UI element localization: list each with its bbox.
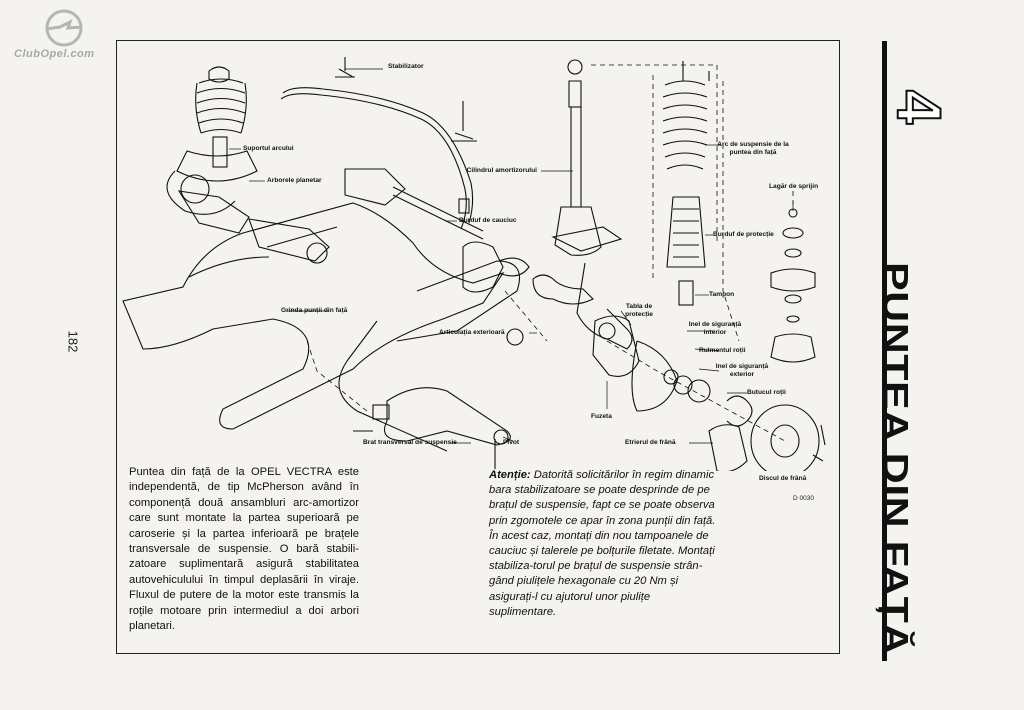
top-mount-bearing bbox=[770, 208, 816, 363]
label-inel-siguranta-exterior: Inel de siguranță exterior bbox=[715, 363, 769, 378]
watermark: ClubOpel.com bbox=[14, 8, 114, 68]
warning-label: Atenție: bbox=[489, 469, 531, 481]
watermark-text: ClubOpel.com bbox=[14, 48, 95, 60]
warning-text: Datorită solicitărilor în regim dinamic … bbox=[489, 469, 716, 618]
chapter-rule bbox=[882, 41, 887, 661]
label-etrierul-frana: Etrierul de frână bbox=[625, 439, 676, 446]
label-butucul-rotii: Butucul roții bbox=[747, 389, 786, 396]
label-arc-suspensie: Arc de suspensie de la puntea din față bbox=[717, 141, 789, 156]
label-suport-arc: Suportul arcului bbox=[243, 145, 294, 152]
outer-joint bbox=[462, 241, 594, 346]
lower-control-arm bbox=[353, 387, 511, 469]
label-tampon: Tampon bbox=[709, 291, 735, 298]
label-inel-siguranta-interior: Inel de siguranță interior bbox=[688, 321, 742, 336]
label-discul-frana: Discul de frână bbox=[759, 475, 807, 482]
opel-logo-icon bbox=[45, 9, 83, 47]
label-stabilizator: Stabilizator bbox=[388, 63, 424, 70]
label-pivot: Pivot bbox=[503, 439, 520, 446]
brake-disc bbox=[708, 395, 826, 471]
label-fuzeta: Fuzeta bbox=[591, 413, 612, 420]
front-axle-exploded-diagram bbox=[122, 57, 826, 471]
chapter-title: PUNTEA DIN FAȚĂ bbox=[875, 262, 915, 655]
drawing-code: D 0030 bbox=[793, 495, 814, 502]
label-arbore-planetar: Arborele planetar bbox=[267, 177, 322, 184]
label-burduf-protectie: Burduf de protecție bbox=[713, 231, 774, 238]
label-lagar-sprijin: Lagăr de sprijin bbox=[769, 183, 819, 190]
page-number: 182 bbox=[65, 330, 81, 353]
label-brat-transversal: Brat transversal de suspensie bbox=[363, 439, 457, 446]
right-spring-assembly bbox=[662, 61, 710, 306]
subframe bbox=[122, 202, 521, 452]
content-frame: Stabilizator Suportul arcului Arborele p… bbox=[116, 40, 840, 654]
chapter-bar bbox=[882, 41, 938, 661]
label-articulatie-exterioara: Articulația exterioară bbox=[439, 329, 505, 336]
drive-shafts bbox=[177, 168, 484, 264]
stabilizer-bar bbox=[280, 57, 477, 230]
assembly-guide-lines bbox=[306, 64, 794, 442]
label-grinda-punte: Grinda punții din față bbox=[281, 307, 348, 314]
label-burduf-cauciuc: Burduf de cauciuc bbox=[459, 217, 517, 224]
chapter-number: 4 bbox=[883, 89, 954, 125]
label-tabla-protectie: Tabla de protecție bbox=[625, 303, 653, 318]
label-cilindru-amortizor: Cilindrul amortizorului bbox=[466, 167, 537, 174]
intro-paragraph: Puntea din față de la OPEL VECTRA este i… bbox=[129, 466, 359, 633]
label-rulment-roata: Rulmentul roții bbox=[699, 347, 746, 354]
center-shock-absorber bbox=[551, 59, 633, 350]
left-strut-assembly bbox=[166, 66, 258, 215]
warning-paragraph: Atenție: Datorită solicitărilor în regim… bbox=[489, 468, 717, 620]
hub-carrier bbox=[592, 315, 711, 412]
leader-lines bbox=[229, 68, 794, 444]
